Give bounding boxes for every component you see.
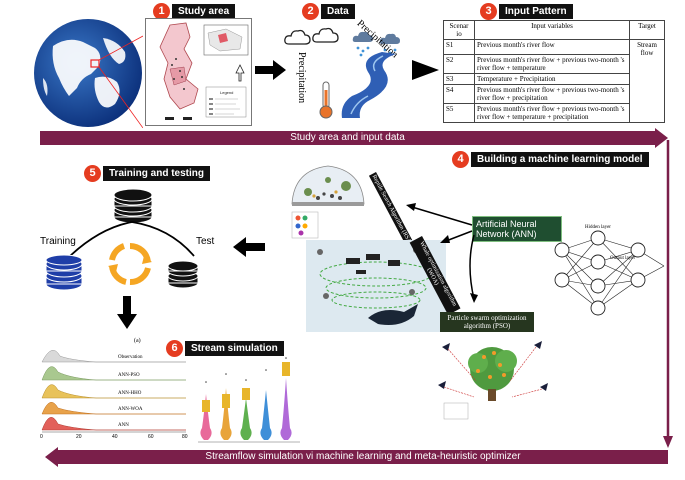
ridge-label: ANN bbox=[118, 423, 129, 428]
table-row-inputs: Previous month's river flow + previous t… bbox=[474, 54, 630, 74]
ann-label: Artificial Neural Network (ANN) bbox=[476, 219, 537, 239]
split-lines bbox=[60, 218, 210, 263]
globe bbox=[33, 18, 144, 129]
section-3-badge: 3 bbox=[480, 3, 497, 20]
top-band: Study area and input data bbox=[40, 131, 655, 145]
map-legend-title: Legend bbox=[220, 90, 233, 95]
table-target-cell: Stream flow bbox=[629, 39, 665, 123]
model-arrows bbox=[370, 195, 500, 310]
section-4-title: Building a machine learning model bbox=[471, 152, 649, 167]
training-label: Training bbox=[40, 236, 76, 247]
table-row-id: S1 bbox=[443, 39, 475, 55]
rain-cloud-icon bbox=[352, 30, 404, 63]
axis-tick-label: 0 bbox=[40, 434, 43, 440]
hidden-layer-label: Hidden layer bbox=[585, 225, 611, 230]
ridge-label: ANN-WOA bbox=[118, 407, 143, 412]
arrow-model-to-training bbox=[232, 236, 266, 263]
test-label: Test bbox=[196, 236, 215, 247]
right-connector bbox=[663, 140, 673, 455]
rsa-illustration bbox=[288, 160, 368, 240]
section-1-title: Study area bbox=[172, 4, 236, 19]
table-header-target: Target bbox=[629, 20, 665, 40]
arrow-down-to-simulation bbox=[116, 296, 138, 335]
section-1-badge: 1 bbox=[153, 3, 170, 20]
top-band-label: Study area and input data bbox=[290, 132, 405, 143]
pso-label: Particle swarm optimization algorithm (P… bbox=[440, 312, 534, 332]
section-6-title: Stream simulation bbox=[185, 341, 284, 356]
violin-plot bbox=[196, 354, 306, 444]
table-row-inputs: Previous month's river flow + previous t… bbox=[474, 103, 630, 123]
woa-illustration bbox=[306, 240, 446, 332]
precipitation-label-left: Precipitation bbox=[296, 52, 307, 104]
table-row-inputs: Previous month's river flow bbox=[474, 39, 630, 55]
section-2-title: Data bbox=[321, 4, 355, 19]
database-icon-main bbox=[112, 186, 154, 231]
arrow-study-to-data bbox=[255, 58, 287, 87]
output-layer-label: Output layer bbox=[610, 256, 636, 261]
bottom-band-arrowhead bbox=[44, 447, 58, 472]
axis-tick-label: 60 bbox=[148, 434, 154, 440]
table-row-id: S4 bbox=[443, 84, 475, 104]
ridge-label: ANN-HHO bbox=[118, 391, 142, 396]
section-5-title: Training and testing bbox=[103, 166, 211, 181]
table-row-inputs: Previous month's river flow + previous t… bbox=[474, 84, 630, 104]
table-row-id: S2 bbox=[443, 54, 475, 74]
table-row-id: S5 bbox=[443, 103, 475, 123]
refresh-cycle-icon bbox=[108, 242, 152, 291]
database-icon-test bbox=[166, 258, 200, 295]
river-icon bbox=[338, 52, 398, 123]
axis-tick-label: 80 bbox=[182, 434, 188, 440]
ridgeline-plot bbox=[36, 342, 196, 446]
bottom-band-label: Streamflow simulation vi machine learnin… bbox=[205, 451, 521, 462]
section-5-badge: 5 bbox=[84, 165, 101, 182]
ann-network bbox=[554, 220, 674, 320]
section-4-badge: 4 bbox=[452, 151, 469, 168]
study-area-map: Legend bbox=[145, 18, 252, 126]
database-icon-training bbox=[44, 254, 84, 297]
table-row-id: S3 bbox=[443, 73, 475, 85]
table-header-scenario: Scenar io bbox=[443, 20, 475, 40]
cloud-icon bbox=[284, 26, 342, 53]
table-header-input: Input variables bbox=[474, 20, 630, 40]
pso-illustration bbox=[430, 335, 560, 425]
bottom-band: Streamflow simulation vi machine learnin… bbox=[58, 450, 668, 464]
axis-tick-label: 40 bbox=[112, 434, 118, 440]
ridge-label: Observation bbox=[118, 355, 143, 360]
ridge-label: ANN-PSO bbox=[118, 373, 140, 378]
section-2-badge: 2 bbox=[302, 3, 319, 20]
section-6-badge: 6 bbox=[166, 340, 183, 357]
input-pattern-table: Scenar io Input variables Target S1 Prev… bbox=[443, 20, 665, 123]
section-3-title: Input Pattern bbox=[499, 4, 573, 19]
sim-panel-label: (a) bbox=[134, 338, 141, 344]
ann-label-box: Artificial Neural Network (ANN) bbox=[472, 216, 562, 242]
axis-tick-label: 20 bbox=[76, 434, 82, 440]
thermometer-icon bbox=[318, 80, 334, 125]
table-row-inputs: Temperature + Precipitation bbox=[474, 73, 630, 85]
top-band-arrowhead bbox=[655, 128, 669, 153]
arrow-data-to-pattern bbox=[412, 58, 440, 87]
